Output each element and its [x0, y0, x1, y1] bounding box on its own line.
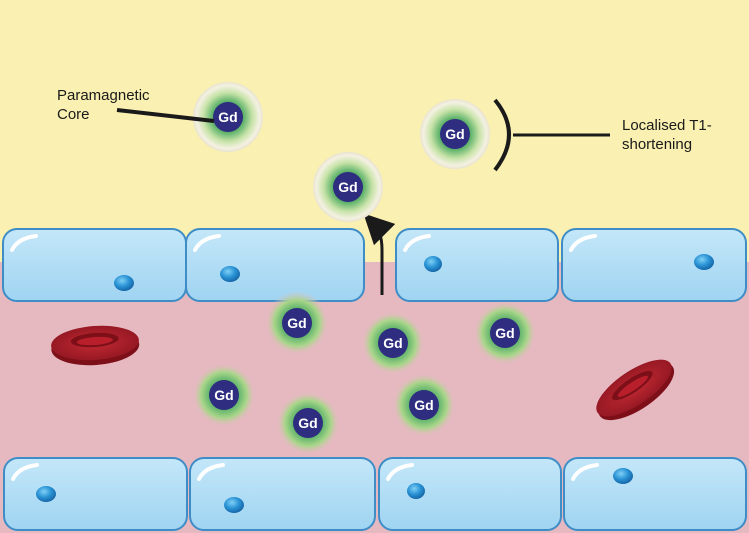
gd-label: Gd: [414, 397, 433, 413]
nucleus: [424, 256, 442, 272]
endothelial-cell: [395, 228, 559, 302]
gd-label: Gd: [287, 315, 306, 331]
gd-agent-vessel: Gd: [276, 391, 340, 455]
red-blood-cell: [51, 325, 140, 366]
endothelial-cell: [2, 228, 187, 302]
t1-bracket: [493, 98, 511, 172]
gd-label: Gd: [495, 325, 514, 341]
gd-label: Gd: [218, 109, 237, 125]
endothelium-bottom: [3, 457, 747, 531]
extravasation-arrow: [363, 213, 396, 295]
gd-agent-tissue: Gd: [420, 99, 490, 169]
nucleus: [36, 486, 56, 502]
gd-label: Gd: [338, 179, 357, 195]
gd-agent-vessel: Gd: [392, 373, 456, 437]
paramagnetic-label-line2: Core: [57, 106, 90, 123]
paramagnetic-label: Paramagnetic Core: [57, 87, 154, 123]
gd-label: Gd: [298, 415, 317, 431]
gd-agent-vessel: Gd: [473, 301, 537, 365]
endothelial-cell: [561, 228, 747, 302]
gd-agent-vessel: Gd: [192, 363, 256, 427]
nucleus: [220, 266, 240, 282]
paramagnetic-pointer: [116, 108, 215, 123]
paramagnetic-label-line1: Paramagnetic: [57, 87, 150, 104]
nucleus: [407, 483, 425, 499]
nucleus: [694, 254, 714, 270]
t1-label: Localised T1- shortening: [622, 117, 716, 153]
endothelial-cell: [189, 457, 376, 531]
t1-label-line1: Localised T1-: [622, 117, 712, 134]
endothelial-cell: [185, 228, 365, 302]
nucleus: [613, 468, 633, 484]
gd-agent-tissue: Gd: [313, 152, 383, 222]
nucleus: [114, 275, 134, 291]
endothelium-top: [2, 228, 747, 302]
endothelial-cell: [563, 457, 747, 531]
gd-label: Gd: [445, 126, 464, 142]
nucleus: [224, 497, 244, 513]
red-blood-cell: [596, 359, 675, 421]
gd-agent-vessel: Gd: [361, 311, 425, 375]
endothelial-cell: [3, 457, 188, 531]
endothelial-cell: [378, 457, 562, 531]
gd-label: Gd: [214, 387, 233, 403]
gd-label: Gd: [383, 335, 402, 351]
gd-agent-tissue: Gd: [193, 82, 263, 152]
t1-label-line2: shortening: [622, 136, 692, 153]
gd-agent-vessel: Gd: [265, 291, 329, 355]
